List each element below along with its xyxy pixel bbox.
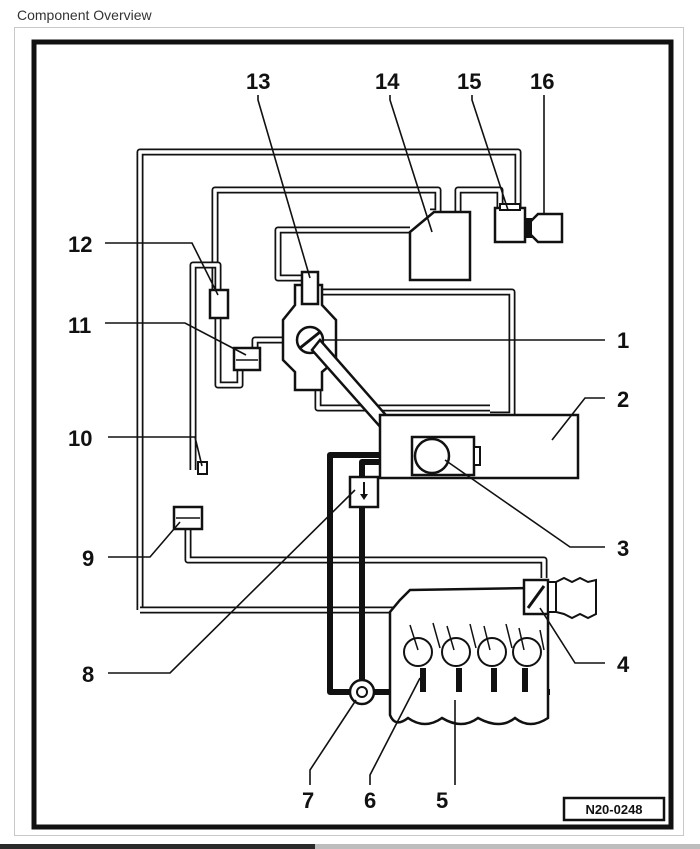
callout-1: 1 (617, 328, 629, 353)
fitting-10 (197, 461, 208, 475)
callout-2: 2 (617, 387, 629, 412)
callout-10: 10 (68, 426, 92, 451)
component-11 (232, 346, 262, 372)
bottom-scroll-edge (0, 844, 700, 849)
callout-11: 11 (68, 313, 91, 338)
callout-14: 14 (375, 69, 400, 94)
callout-5: 5 (436, 788, 448, 813)
injectors-6 (420, 668, 528, 692)
callout-4: 4 (617, 652, 630, 677)
callout-9: 9 (82, 546, 94, 571)
component-9 (172, 505, 204, 531)
callout-6: 6 (364, 788, 376, 813)
page-title: Component Overview (17, 7, 152, 23)
injector-lines (409, 622, 545, 651)
throttle-sensor-13 (300, 270, 320, 306)
callout-7: 7 (302, 788, 314, 813)
component-4 (522, 576, 597, 620)
callout-8: 8 (82, 662, 94, 687)
component-3 (410, 435, 481, 477)
component-8 (348, 475, 380, 509)
callout-12: 12 (68, 232, 92, 257)
diagram-border (31, 39, 674, 830)
leader-lines (105, 95, 605, 785)
component-14 (408, 210, 472, 282)
callout-3: 3 (617, 536, 629, 561)
callout-15: 15 (457, 69, 481, 94)
drawing-code-box: N20-0248 (562, 796, 666, 822)
component-12 (208, 288, 230, 320)
connector-16 (528, 212, 564, 244)
drawing-code: N20-0248 (585, 802, 642, 817)
cylinder-runners (403, 637, 542, 667)
callout-13: 13 (246, 69, 270, 94)
figure-frame (14, 27, 684, 836)
component-15 (493, 203, 527, 244)
pump-7 (348, 678, 376, 706)
callout-16: 16 (530, 69, 554, 94)
